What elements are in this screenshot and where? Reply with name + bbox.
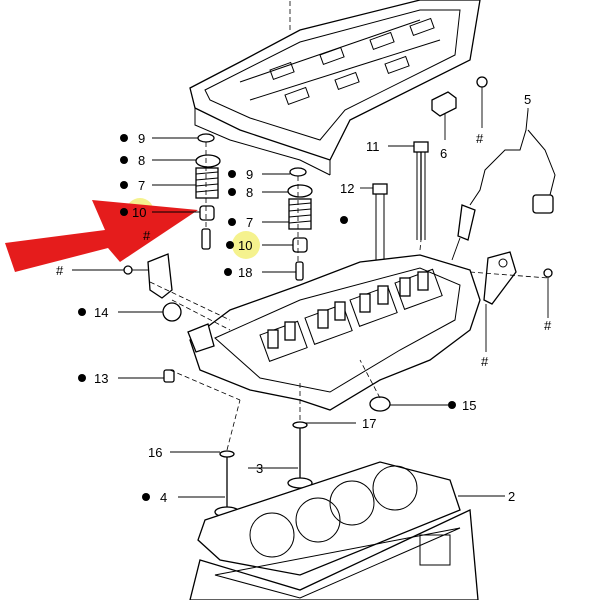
callout-8a: 8 (138, 153, 145, 168)
callout-5: 5 (524, 92, 531, 107)
callout-15: 15 (462, 398, 476, 413)
valve-stack-middle (287, 167, 313, 281)
callout-10b: 10 (238, 238, 252, 253)
red-arrow-icon (5, 200, 198, 272)
cylinder-head (187, 254, 481, 411)
callout-6: 6 (440, 146, 447, 161)
bracket-left (123, 253, 173, 299)
part-6-sensor (431, 91, 457, 140)
part-5-glow-plug-harness (451, 109, 556, 261)
callout-12: 12 (340, 181, 354, 196)
callout-17: 17 (362, 416, 376, 431)
head-valve-springs (267, 271, 429, 349)
hash-mark: # (481, 354, 489, 369)
callout-8b: 8 (246, 185, 253, 200)
hash-mark: # (476, 131, 484, 146)
callout-9b: 9 (246, 167, 253, 182)
assembly-guide-lines (149, 0, 549, 451)
callout-4: 4 (160, 490, 167, 505)
callout-13: 13 (94, 371, 108, 386)
part-15-plug (369, 396, 391, 412)
hash-mark: # (544, 318, 552, 333)
head-gasket (197, 461, 461, 576)
bullet-dots (78, 134, 456, 501)
callout-7b: 7 (246, 215, 253, 230)
callout-3: 3 (256, 461, 263, 476)
valve-stack-left (195, 133, 221, 250)
callout-18: 18 (238, 265, 252, 280)
callout-labels: 9 8 7 10 9 8 7 10 18 11 12 6 5 14 13 15 … (94, 92, 531, 505)
hash-mark: # (143, 228, 151, 243)
callout-2: 2 (508, 489, 515, 504)
bolt-11 (413, 141, 429, 240)
part-14-plug (162, 302, 182, 322)
camshaft-carrier (189, 0, 481, 176)
callout-11: 11 (366, 139, 380, 154)
bolt-top-right (476, 76, 488, 128)
callout-7a: 7 (138, 178, 145, 193)
bracket-right (483, 251, 553, 305)
valve-3 (287, 421, 313, 489)
callout-9a: 9 (138, 131, 145, 146)
hash-mark: # (56, 263, 64, 278)
engine-block (189, 509, 479, 601)
valve-4 (214, 450, 240, 518)
leader-lines (118, 108, 529, 498)
callout-14: 14 (94, 305, 108, 320)
hash-marks: # # # # # (56, 131, 552, 369)
callout-10a: 10 (132, 205, 146, 220)
callout-16: 16 (148, 445, 162, 460)
part-13-dowel (163, 369, 175, 383)
